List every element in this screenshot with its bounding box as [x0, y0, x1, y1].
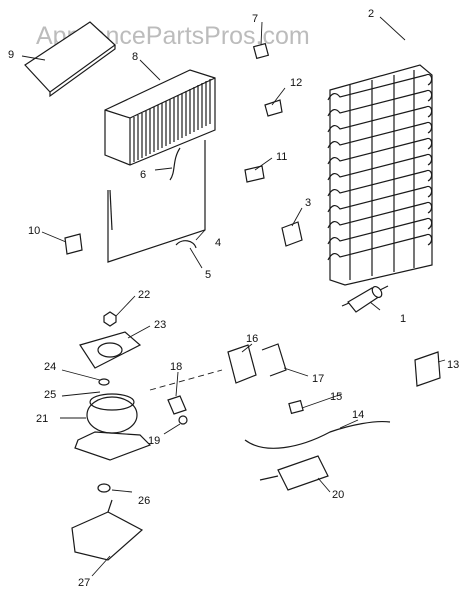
- callout-2: 2: [368, 8, 374, 20]
- tubing-drawing: [107, 140, 206, 263]
- small-parts-drawing: [64, 42, 303, 255]
- callout-24: 24: [44, 361, 56, 373]
- filter-drier-drawing: [341, 285, 389, 313]
- compressor-drawing: [71, 311, 152, 561]
- relay-overload-drawing: [149, 343, 287, 425]
- callout-22: 22: [138, 289, 150, 301]
- callout-9: 9: [8, 49, 14, 61]
- callout-25: 25: [44, 389, 56, 401]
- callout-4: 4: [215, 237, 221, 249]
- callout-16: 16: [246, 333, 258, 345]
- callout-11: 11: [276, 151, 287, 163]
- callout-27: 27: [78, 577, 90, 589]
- callout-12: 12: [290, 77, 302, 89]
- callout-1: 1: [400, 313, 406, 325]
- fan-assembly-drawing: [104, 69, 216, 166]
- callout-labels: 2 1 7 8 9 12 11 3 6 4 5 10 22 23 24 25 2…: [8, 8, 459, 589]
- condenser-coil-drawing: [327, 64, 433, 286]
- callout-20: 20: [332, 489, 344, 501]
- callout-15: 15: [330, 391, 342, 403]
- callout-19: 19: [148, 435, 160, 447]
- callout-leaders: [21, 16, 446, 577]
- callout-10: 10: [28, 225, 40, 237]
- callout-17: 17: [312, 373, 324, 385]
- callout-21: 21: [36, 413, 48, 425]
- callout-8: 8: [132, 51, 138, 63]
- callout-3: 3: [305, 197, 311, 209]
- callout-6: 6: [140, 169, 146, 181]
- electrical-parts-drawing: [244, 351, 441, 491]
- panel-drawing: [24, 21, 116, 98]
- callout-26: 26: [138, 495, 150, 507]
- callout-14: 14: [352, 409, 364, 421]
- callout-5: 5: [205, 269, 211, 281]
- callout-23: 23: [154, 319, 166, 331]
- callout-7: 7: [252, 13, 258, 25]
- callout-13: 13: [447, 359, 459, 371]
- callout-18: 18: [170, 361, 182, 373]
